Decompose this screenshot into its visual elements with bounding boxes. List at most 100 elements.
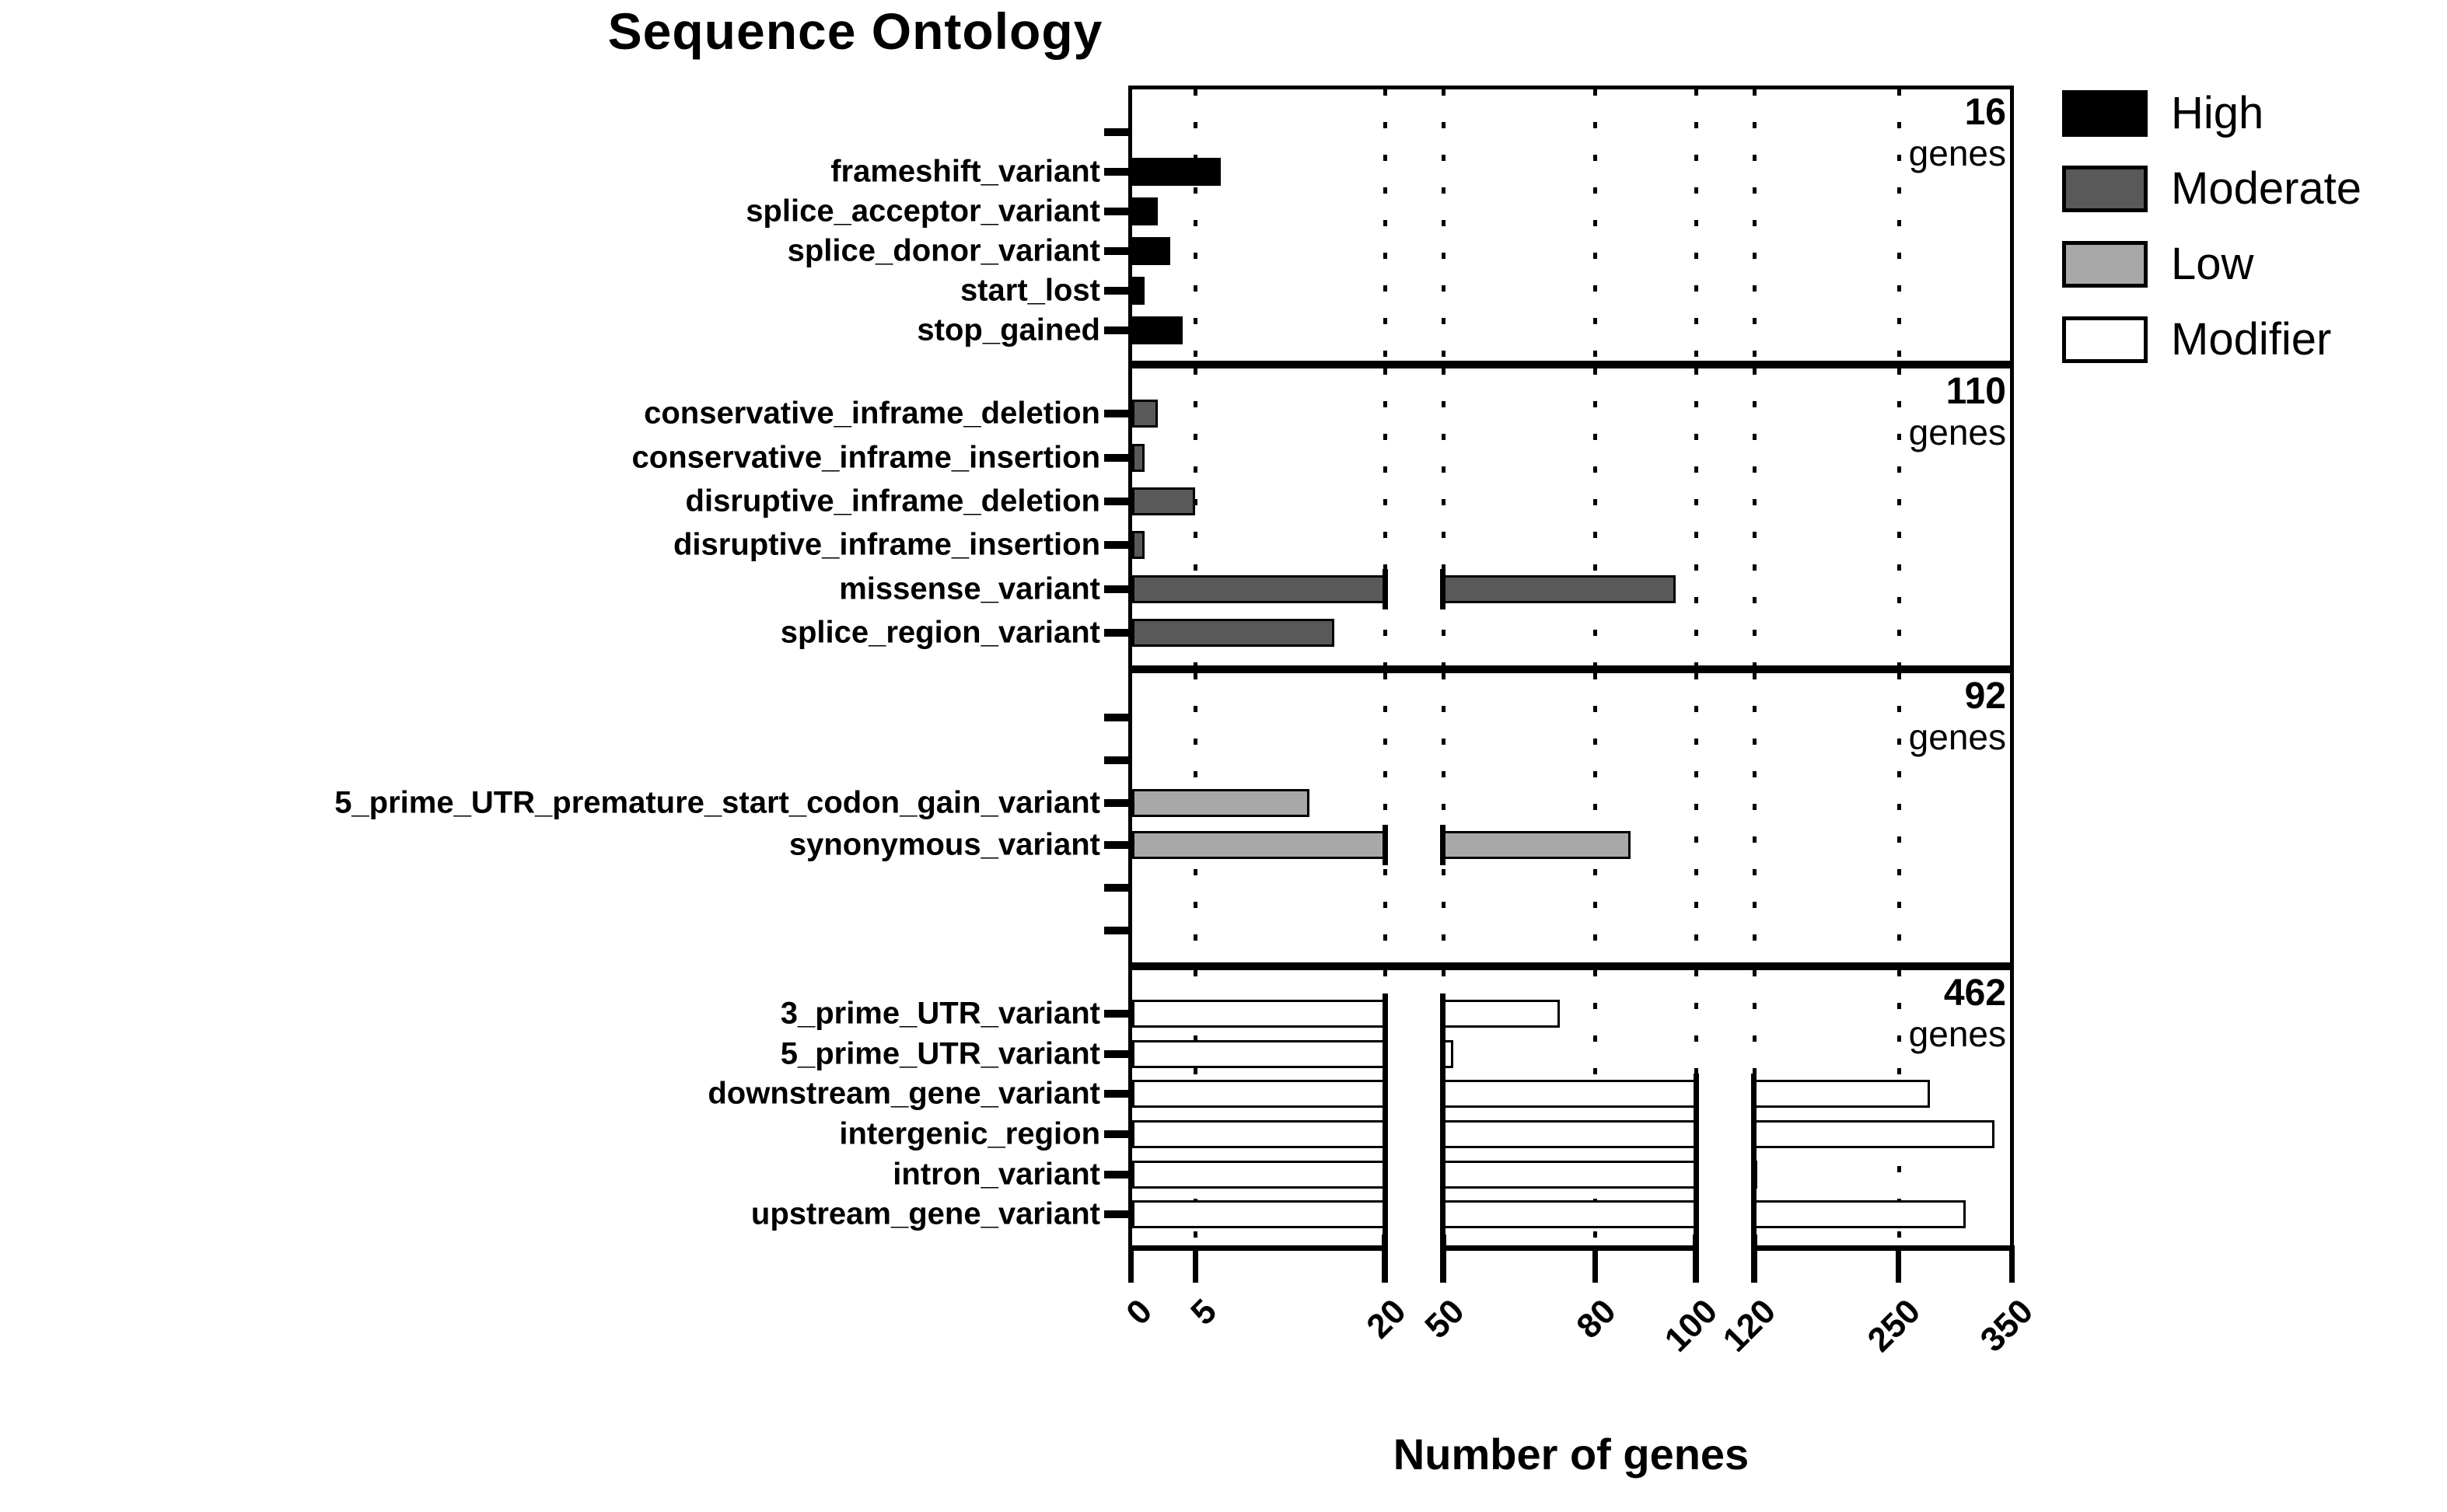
bar-break-cap xyxy=(1694,1074,1699,1115)
y-tick xyxy=(1104,208,1132,216)
gridline-20 xyxy=(1383,89,1387,361)
bar-break-cap xyxy=(1383,1113,1388,1154)
bar-break-cap xyxy=(1440,993,1445,1034)
y-tick xyxy=(1104,926,1132,934)
y-axis-label-splice_acceptor_variant: splice_acceptor_variant xyxy=(746,194,1100,229)
gene-count-moderate-number: 110 xyxy=(1945,371,2006,412)
y-axis-label-intergenic_region: intergenic_region xyxy=(839,1116,1100,1151)
x-tick-label-text: 100 xyxy=(1657,1292,1725,1360)
gridline-5 xyxy=(1194,368,1198,665)
bar-disruptive_inframe_insertion xyxy=(1132,531,1145,560)
bar-5_prime_UTR_premature_start_codon_gain_variant xyxy=(1132,788,1309,817)
y-tick xyxy=(1104,1130,1132,1138)
gridline-20 xyxy=(1383,368,1387,665)
legend-swatch-modifier xyxy=(2062,316,2148,363)
y-tick xyxy=(1104,841,1132,850)
x-axis-segment-1 xyxy=(1443,1245,1696,1251)
y-axis-label-start_lost: start_lost xyxy=(960,273,1100,308)
bar-start_lost xyxy=(1132,276,1145,305)
gene-count-low-number: 92 xyxy=(1964,676,2006,717)
y-axis-label-missense_variant: missense_variant xyxy=(839,571,1100,606)
y-tick xyxy=(1104,628,1132,637)
bar-break-cap xyxy=(1383,1033,1388,1074)
y-tick xyxy=(1104,541,1132,550)
bar-intergenic_region xyxy=(1443,1119,1696,1148)
bar-break-cap xyxy=(1751,1154,1757,1195)
chart-title: Sequence Ontology xyxy=(607,2,1103,60)
bar-break-cap xyxy=(1751,1113,1757,1154)
y-axis-label-5_prime_UTR_premature_start_codon_gain_variant: 5_prime_UTR_premature_start_codon_gain_v… xyxy=(334,785,1100,820)
y-tick xyxy=(1104,1170,1132,1179)
y-tick xyxy=(1104,128,1132,137)
bar-break-cap xyxy=(1440,825,1445,866)
gridline-50 xyxy=(1442,89,1445,361)
bar-break-cap xyxy=(1440,1194,1445,1235)
gridline-80 xyxy=(1593,368,1597,665)
y-tick xyxy=(1104,884,1132,892)
bar-splice_region_variant xyxy=(1132,618,1334,647)
legend-swatch-low xyxy=(2062,240,2148,288)
bar-intron_variant xyxy=(1443,1160,1696,1189)
bar-missense_variant xyxy=(1443,574,1676,603)
bar-frameshift_variant xyxy=(1132,158,1221,187)
gene-count-moderate-word: genes xyxy=(1908,411,2006,452)
y-axis-label-splice_region_variant: splice_region_variant xyxy=(780,615,1100,650)
y-axis-label-disruptive_inframe_deletion: disruptive_inframe_deletion xyxy=(685,484,1100,519)
gridline-80 xyxy=(1593,673,1597,962)
bar-break-cap xyxy=(1440,568,1445,609)
x-tick-label-text: 350 xyxy=(1973,1292,2041,1360)
gridline-5 xyxy=(1194,89,1198,361)
y-axis-label-conservative_inframe_deletion: conservative_inframe_deletion xyxy=(644,396,1100,431)
y-axis-label-conservative_inframe_insertion: conservative_inframe_insertion xyxy=(631,440,1100,474)
legend-row-moderate: Moderate xyxy=(2062,162,2361,215)
y-tick xyxy=(1104,326,1132,334)
gridline-80 xyxy=(1593,89,1597,361)
bar-downstream_gene_variant xyxy=(1132,1080,1385,1109)
bar-stop_gained xyxy=(1132,316,1183,344)
legend-swatch-moderate xyxy=(2062,165,2148,212)
x-axis-segment-2 xyxy=(1754,1245,2014,1251)
gridline-250 xyxy=(1896,89,1901,361)
panel-moderate xyxy=(1104,365,2014,669)
bar-synonymous_variant xyxy=(1132,831,1385,860)
axis-break-cap xyxy=(1440,1234,1446,1283)
legend-row-high: High xyxy=(2062,87,2361,139)
y-axis-label-5_prime_UTR_variant: 5_prime_UTR_variant xyxy=(780,1036,1100,1070)
legend: High Moderate Low Modifier xyxy=(2062,87,2361,365)
y-tick xyxy=(1104,453,1132,462)
bar-downstream_gene_variant xyxy=(1443,1080,1696,1109)
x-tick-label-text: 5 xyxy=(1183,1292,1224,1332)
gridline-250 xyxy=(1896,368,1901,665)
gene-count-low: 92 genes xyxy=(1909,676,2006,757)
y-tick xyxy=(1104,714,1132,722)
legend-swatch-high xyxy=(2062,89,2148,137)
axis-break-cap xyxy=(1693,1234,1699,1283)
bar-break-cap xyxy=(1383,1074,1388,1115)
y-axis-label-disruptive_inframe_insertion: disruptive_inframe_insertion xyxy=(673,527,1100,562)
panel-modifier xyxy=(1104,966,2014,1251)
bar-break-cap xyxy=(1383,1194,1388,1235)
bar-intron_variant xyxy=(1132,1160,1385,1189)
gene-count-modifier: 462 genes xyxy=(1909,972,2006,1054)
bar-downstream_gene_variant xyxy=(1754,1080,1930,1109)
bar-break-cap xyxy=(1440,1033,1445,1074)
bar-upstream_gene_variant xyxy=(1443,1200,1696,1229)
x-tick-label-text: 50 xyxy=(1418,1292,1472,1346)
bar-splice_acceptor_variant xyxy=(1132,197,1158,226)
bar-3_prime_UTR_variant xyxy=(1443,999,1560,1028)
gridline-250 xyxy=(1896,673,1901,962)
y-tick xyxy=(1104,286,1132,295)
y-tick xyxy=(1104,756,1132,764)
legend-label-low: Low xyxy=(2171,239,2254,289)
gridline-50 xyxy=(1442,368,1445,665)
bar-break-cap xyxy=(1440,1074,1445,1115)
bar-conservative_inframe_deletion xyxy=(1132,400,1158,428)
gene-count-low-word: genes xyxy=(1908,716,2006,757)
panel-low xyxy=(1104,669,2014,966)
bar-intergenic_region xyxy=(1132,1119,1385,1148)
y-tick xyxy=(1104,798,1132,807)
bar-synonymous_variant xyxy=(1443,831,1631,860)
gridline-120 xyxy=(1753,368,1757,665)
